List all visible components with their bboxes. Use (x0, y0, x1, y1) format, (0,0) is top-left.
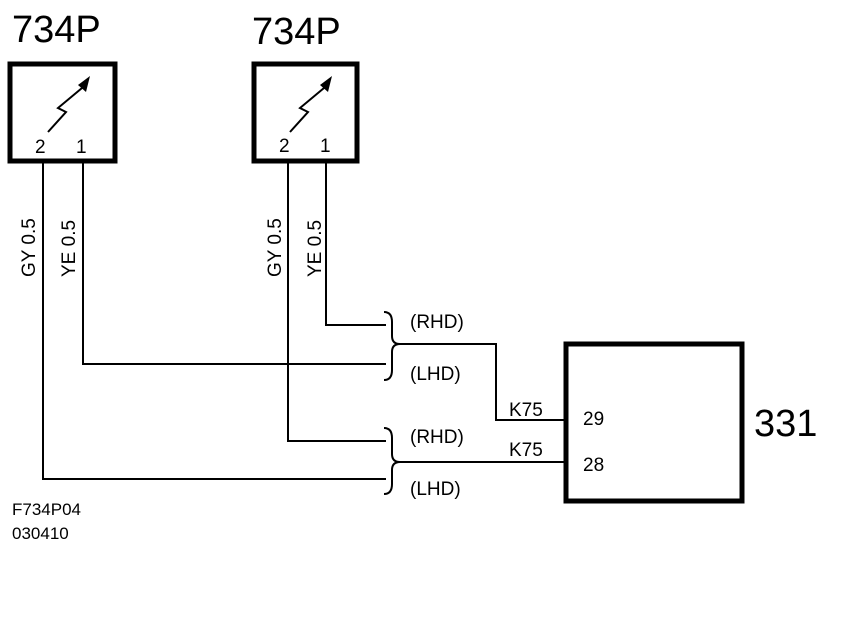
sensor-left-box (7, 61, 118, 164)
date-code: 030410 (12, 524, 69, 543)
sensor-734p-left: 734P 2 1 (7, 9, 118, 164)
variant-lhd-bottom: (LHD) (410, 479, 461, 500)
sensor-734p-right: 734P 2 1 (251, 11, 360, 164)
wire-right-gy (287, 163, 386, 442)
module-331: 331 29 28 (563, 341, 817, 504)
variant-brace-top (383, 311, 401, 381)
connector-k75-bottom: K75 (509, 440, 543, 461)
wire-label-right-gy: GY 0.5 (265, 218, 286, 277)
variant-rhd-top: (RHD) (410, 312, 464, 333)
sensor-left-pin-1: 1 (76, 137, 87, 158)
wire-label-right-ye: YE 0.5 (305, 220, 326, 277)
sensor-right-id: 734P (252, 11, 341, 53)
sensor-right-arrow-icon (289, 76, 332, 133)
sensor-left-id: 734P (12, 9, 101, 51)
figure-code: F734P04 (12, 500, 81, 519)
module-pin-29: 29 (583, 409, 604, 430)
module-pin-28: 28 (583, 455, 604, 476)
variant-rhd-bottom: (RHD) (410, 427, 464, 448)
sensor-right-box (251, 61, 360, 164)
wire-right-ye (325, 163, 386, 326)
module-id: 331 (754, 403, 817, 445)
sensor-right-pin-1: 1 (320, 136, 331, 157)
wire-to-pin-29 (400, 343, 566, 421)
variant-brace-bottom (383, 427, 401, 495)
wire-label-left-ye: YE 0.5 (59, 220, 80, 277)
wire-label-left-gy: GY 0.5 (19, 218, 40, 277)
sensor-right-pin-2: 2 (279, 136, 290, 157)
module-box (563, 341, 745, 504)
sensor-left-pin-2: 2 (35, 137, 46, 158)
wire-left-gy (42, 163, 386, 480)
sensor-left-arrow-icon (47, 76, 90, 133)
connector-k75-top: K75 (509, 400, 543, 421)
variant-lhd-top: (LHD) (410, 364, 461, 385)
wire-left-ye (82, 163, 386, 365)
